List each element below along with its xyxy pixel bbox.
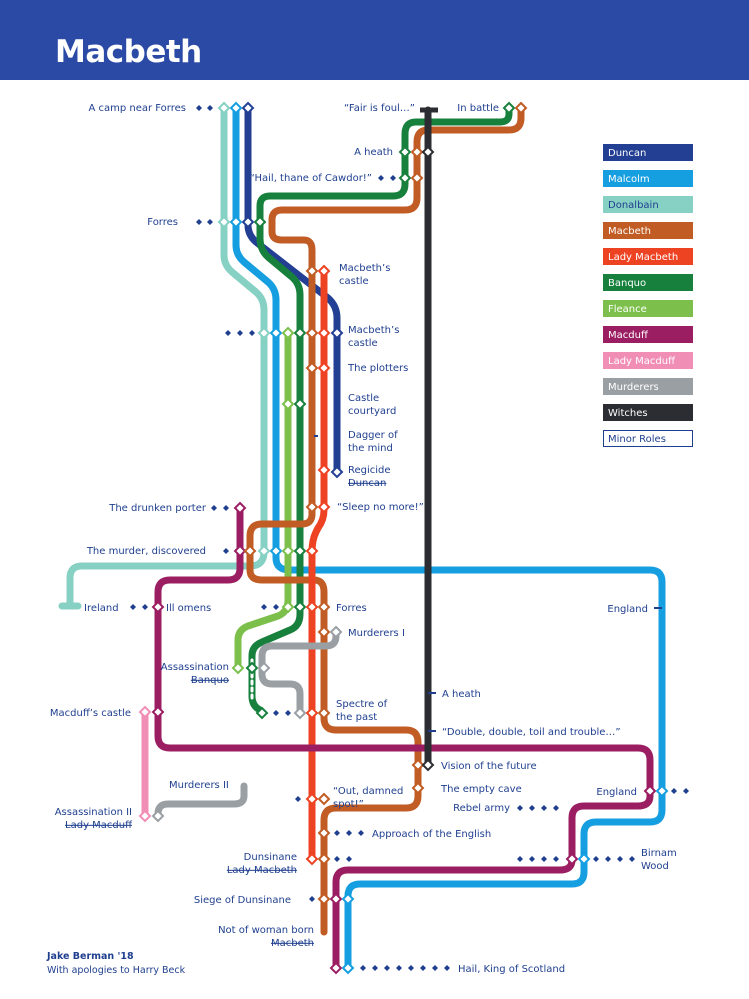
label-assassination-death: Banquo [191, 675, 229, 686]
label-england-1: England [607, 604, 648, 615]
label-plotters: The plotters [347, 363, 408, 374]
line-donalbain [58, 104, 268, 610]
legend-item: Macbeth [603, 222, 693, 239]
label-fair-is-foul: “Fair is foul…” [344, 103, 415, 114]
label-hail-cawdor: “Hail, thane of Cawdor!” [250, 173, 372, 184]
svg-text:Malcolm: Malcolm [608, 174, 650, 185]
label-empty-cave: The empty cave [440, 784, 522, 795]
legend-item: Macduff [603, 326, 693, 343]
legend-item: Banquo [603, 274, 693, 291]
line-murderers-2 [154, 782, 248, 820]
label-ireland: Ireland [84, 603, 119, 614]
label-hail-king: Hail, King of Scotland [458, 964, 565, 975]
legend-item: Lady Macduff [603, 352, 693, 369]
label-dunsinane: Dunsinane [244, 852, 297, 863]
svg-text:Minor Roles: Minor Roles [608, 434, 666, 445]
label-heath-2: A heath [442, 689, 481, 700]
legend-item: Minor Roles [603, 430, 693, 447]
line-banquo [248, 104, 513, 714]
label-approach: Approach of the English [372, 829, 491, 840]
legend-item: Murderers [603, 378, 693, 395]
svg-text:Fleance: Fleance [608, 304, 647, 315]
credit-note: With apologies to Harry Beck [47, 965, 186, 976]
legend-item: Witches [603, 404, 693, 421]
label-vision: Vision of the future [441, 761, 537, 772]
label-murderers-2: Murderers II [169, 780, 229, 791]
legend-item: Fleance [603, 300, 693, 317]
header-bar [0, 0, 749, 80]
legend-item: Donalbain [603, 196, 693, 213]
legend-item: Duncan [603, 144, 693, 161]
line-malcolm [232, 104, 666, 972]
label-assassination-2-death: Lady Macduff [65, 820, 133, 831]
label-assassination-2: Assassination II [55, 807, 132, 818]
label-drunken-porter: The drunken porter [108, 503, 207, 514]
line-duncan [244, 104, 341, 476]
label-rebel-army: Rebel army [453, 803, 510, 814]
label-siege: Siege of Dunsinane [194, 895, 291, 906]
label-macduffs-castle: Macduff’s castle [50, 708, 131, 719]
label-assassination: Assassination [161, 662, 229, 673]
label-in-battle: In battle [457, 103, 499, 114]
label-ill-omens: Ill omens [166, 603, 211, 614]
label-not-of-woman: Not of woman born [218, 925, 314, 936]
label-dunsinane-death: Lady Macbeth [227, 865, 297, 876]
label-regicide: Regicide [348, 465, 391, 476]
legend: Duncan Malcolm Donalbain Macbeth Lady Ma… [603, 144, 693, 447]
svg-text:Murderers: Murderers [608, 382, 659, 393]
legend-item: Malcolm [603, 170, 693, 187]
svg-text:Donalbain: Donalbain [608, 200, 659, 211]
svg-text:Duncan: Duncan [608, 148, 646, 159]
svg-text:Banquo: Banquo [608, 278, 646, 289]
label-camp: A camp near Forres [88, 103, 186, 114]
label-regicide-death: Duncan [348, 478, 386, 489]
line-macduff [154, 504, 654, 972]
svg-text:Macbeth: Macbeth [608, 226, 651, 237]
credit-author: Jake Berman '18 [47, 951, 134, 962]
label-double-double: “Double, double, toil and trouble…” [442, 727, 621, 738]
label-heath-1: A heath [354, 147, 393, 158]
label-not-of-woman-death: Macbeth [271, 938, 314, 949]
label-forres-2: Forres [336, 603, 367, 614]
svg-text:Lady Macduff: Lady Macduff [608, 356, 676, 367]
svg-text:Lady Macbeth: Lady Macbeth [608, 252, 678, 263]
map-title: Macbeth [55, 34, 202, 70]
credit: Jake Berman '18 With apologies to Harry … [47, 950, 185, 978]
line-macbeth [246, 104, 525, 936]
legend-item: Lady Macbeth [603, 248, 693, 265]
label-murderers-1: Murderers I [348, 628, 405, 639]
label-forres-1: Forres [147, 217, 178, 228]
label-murder-discovered: The murder, discovered [86, 546, 206, 557]
label-sleep-no-more: “Sleep no more!” [337, 502, 424, 513]
svg-text:Macduff: Macduff [608, 330, 649, 341]
svg-text:Witches: Witches [608, 408, 648, 419]
label-england-2: England [596, 787, 637, 798]
